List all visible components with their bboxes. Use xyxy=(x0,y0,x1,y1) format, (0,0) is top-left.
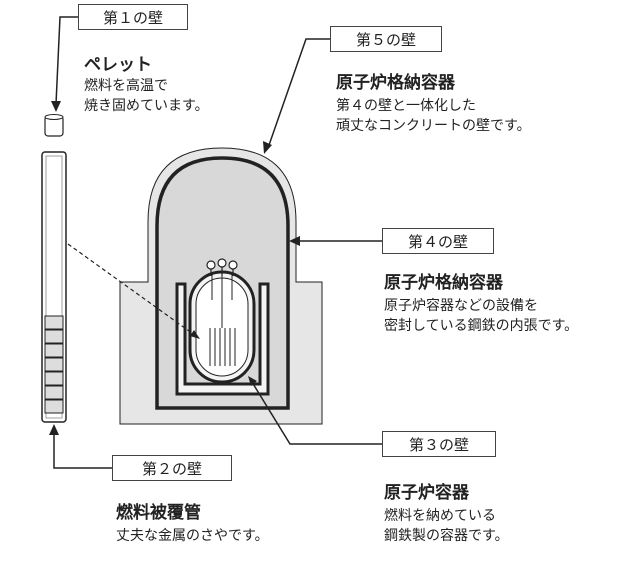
wall4-desc-line2: 密封している鋼鉄の内張です。 xyxy=(384,318,579,334)
wall2-desc-line1: 丈夫な金属のさやです。 xyxy=(116,528,269,544)
pellet-stack xyxy=(44,315,64,414)
wall4-desc-line1: 原子炉容器などの設備を xyxy=(384,298,538,314)
cladding-tube-inner xyxy=(45,155,63,419)
wall2-desc: 丈夫な金属のさやです。 xyxy=(116,526,269,546)
wall4-label: 第４の壁 xyxy=(382,228,494,254)
wall3-desc-line2: 鋼鉄製の容器です。 xyxy=(384,528,509,544)
leader-lines xyxy=(53,16,382,469)
inner-pit xyxy=(175,282,270,396)
wall3-desc: 燃料を納めている 鋼鉄製の容器です。 xyxy=(384,506,509,546)
wall5-desc-line2: 頑丈なコンクリートの壁です。 xyxy=(336,118,531,134)
wall5-desc: 第４の壁と一体化した 頑丈なコンクリートの壁です。 xyxy=(336,96,531,136)
wall2-label: 第２の壁 xyxy=(112,455,232,481)
core-fuel-rods xyxy=(209,274,236,366)
wall3-desc-line1: 燃料を納めている xyxy=(384,508,496,524)
wall2-title: 燃料被覆管 xyxy=(116,503,201,523)
wall3-title: 原子炉容器 xyxy=(384,483,469,503)
wall3-label: 第３の壁 xyxy=(382,431,496,457)
wall5-desc-line1: 第４の壁と一体化した xyxy=(336,98,476,114)
dashed-connector xyxy=(67,243,197,337)
wall1-title: ペレット xyxy=(84,55,152,75)
wall5-label: 第５の壁 xyxy=(330,26,442,52)
wall1-desc: 燃料を高温で 焼き固めています。 xyxy=(84,76,209,116)
control-rod-drives xyxy=(206,258,238,276)
wall4-title: 原子炉格納容器 xyxy=(384,273,503,293)
pellet-top xyxy=(44,114,64,120)
wall1-desc-line1: 燃料を高温で xyxy=(84,78,168,94)
dashed-connector-arrowhead xyxy=(190,330,200,339)
wall1-desc-line2: 焼き固めています。 xyxy=(84,98,209,114)
wall5-title: 原子炉格納容器 xyxy=(336,73,455,93)
wall4-desc: 原子炉容器などの設備を 密封している鋼鉄の内張です。 xyxy=(384,296,578,336)
wall1-label: 第１の壁 xyxy=(78,4,188,30)
leader-arrowheads xyxy=(49,101,300,435)
